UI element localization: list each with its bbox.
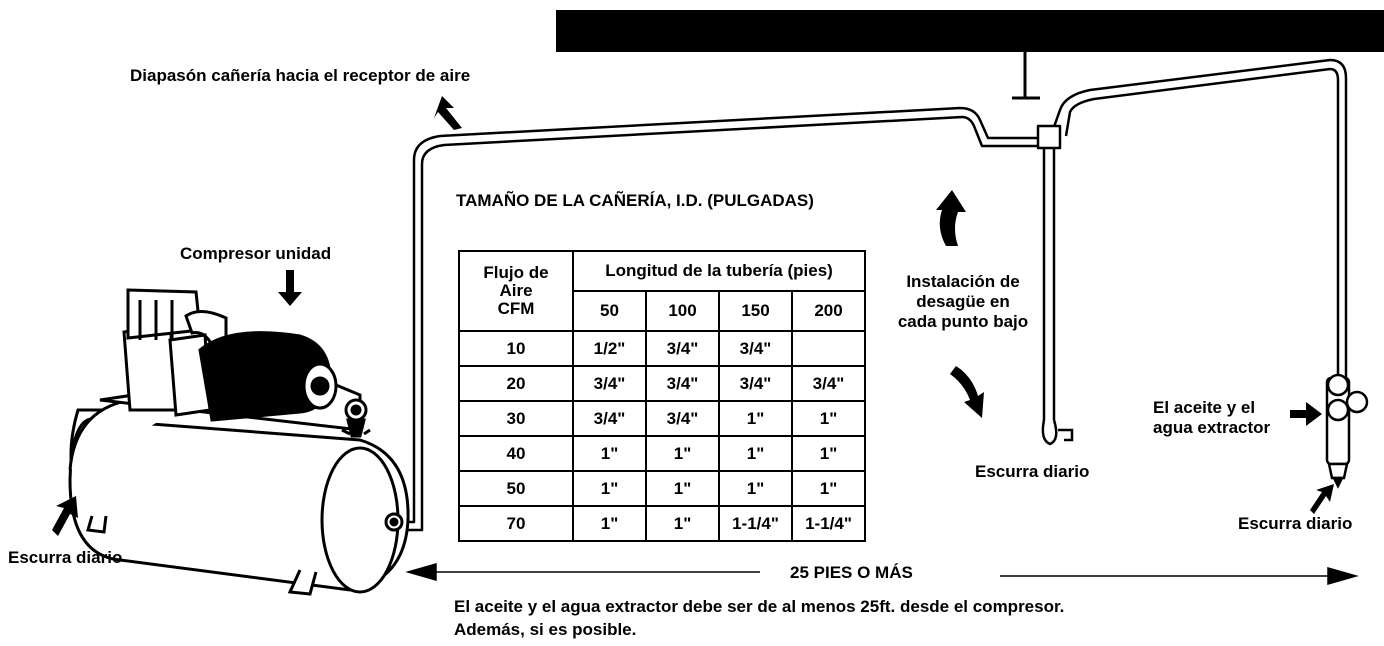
table-row: 40 1" 1" 1" 1" [458,435,866,472]
pipe-size-table: Flujo de Aire CFM Longitud de la tubería… [458,250,866,542]
arrow-drain-right [1310,484,1334,514]
arrow-extractor [1290,402,1322,426]
size-cell: 1-1/4" [791,505,866,542]
pipe-slope-label: Diapasón cañería hacia el receptor de ai… [130,66,471,85]
pipe-hanger [1012,52,1040,100]
size-cell: 1" [572,505,647,542]
cfm-cell: 30 [458,400,574,437]
drain-daily-mid-label: Escurra diario [975,462,1090,481]
curved-arrow-down [950,366,984,418]
cfm-cell: 20 [458,365,574,402]
arrow-drain-left [52,496,78,536]
size-cell: 3/4" [572,365,647,402]
size-cell [791,330,866,367]
size-cell: 1" [645,505,720,542]
distance-arrows [405,563,1359,585]
length-header: Longitud de la tubería (pies) [572,250,866,292]
note-line1: El aceite y el agua extractor debe ser d… [454,597,1065,616]
size-cell: 1/2" [572,330,647,367]
compressor-unit-label: Compresor unidad [180,244,332,263]
table-row: 10 1/2" 3/4" 3/4" [458,330,866,367]
cfm-cell: 40 [458,435,574,472]
size-cell: 1" [718,435,793,472]
table-row: 20 3/4" 3/4" 3/4" 3/4" [458,365,866,402]
oil-water-extractor [1325,373,1369,489]
table-row: 30 3/4" 3/4" 1" 1" [458,400,866,437]
size-cell: 3/4" [645,365,720,402]
cfm-cell: 50 [458,470,574,507]
size-cell: 1" [572,470,647,507]
size-cell: 1" [718,400,793,437]
drain-daily-left-label: Escurra diario [8,548,123,567]
air-pipe [402,58,1348,532]
note-line2: Además, si es posible. [454,620,637,639]
drain-install-label: Instalación de desagüe en cada punto baj… [897,272,1029,331]
cfm-cell: 70 [458,505,574,542]
arrow-compressor-unit [278,270,302,306]
curved-arrow-up [936,190,966,246]
size-cell: 3/4" [791,365,866,402]
length-col-header: 150 [718,290,793,332]
table-title: TAMAÑO DE LA CAÑERÍA, I.D. (PULGADAS) [456,191,814,210]
size-cell: 1" [791,400,866,437]
length-col-header: 50 [572,290,647,332]
arrow-pipe-slope [434,96,462,130]
size-cell: 1-1/4" [718,505,793,542]
size-cell: 1" [791,435,866,472]
size-cell: 3/4" [572,400,647,437]
flow-header: Flujo de Aire CFM [458,250,574,332]
drain-daily-right-label: Escurra diario [1238,514,1353,533]
cfm-cell: 10 [458,330,574,367]
size-cell: 3/4" [718,330,793,367]
size-cell: 1" [572,435,647,472]
distance-label: 25 PIES O MÁS [790,563,913,582]
size-cell: 3/4" [718,365,793,402]
table-row: 50 1" 1" 1" 1" [458,470,866,507]
size-cell: 3/4" [645,330,720,367]
length-col-header: 100 [645,290,720,332]
ceiling-beam [556,10,1384,52]
extractor-label: El aceite y el agua extractor [1153,398,1271,437]
size-cell: 1" [645,435,720,472]
size-cell: 1" [791,470,866,507]
compressor [68,288,410,596]
drain-valve-mid [1041,419,1074,446]
size-cell: 3/4" [645,400,720,437]
length-col-header: 200 [791,290,866,332]
size-cell: 1" [718,470,793,507]
table-row: 70 1" 1" 1-1/4" 1-1/4" [458,505,866,542]
size-cell: 1" [645,470,720,507]
